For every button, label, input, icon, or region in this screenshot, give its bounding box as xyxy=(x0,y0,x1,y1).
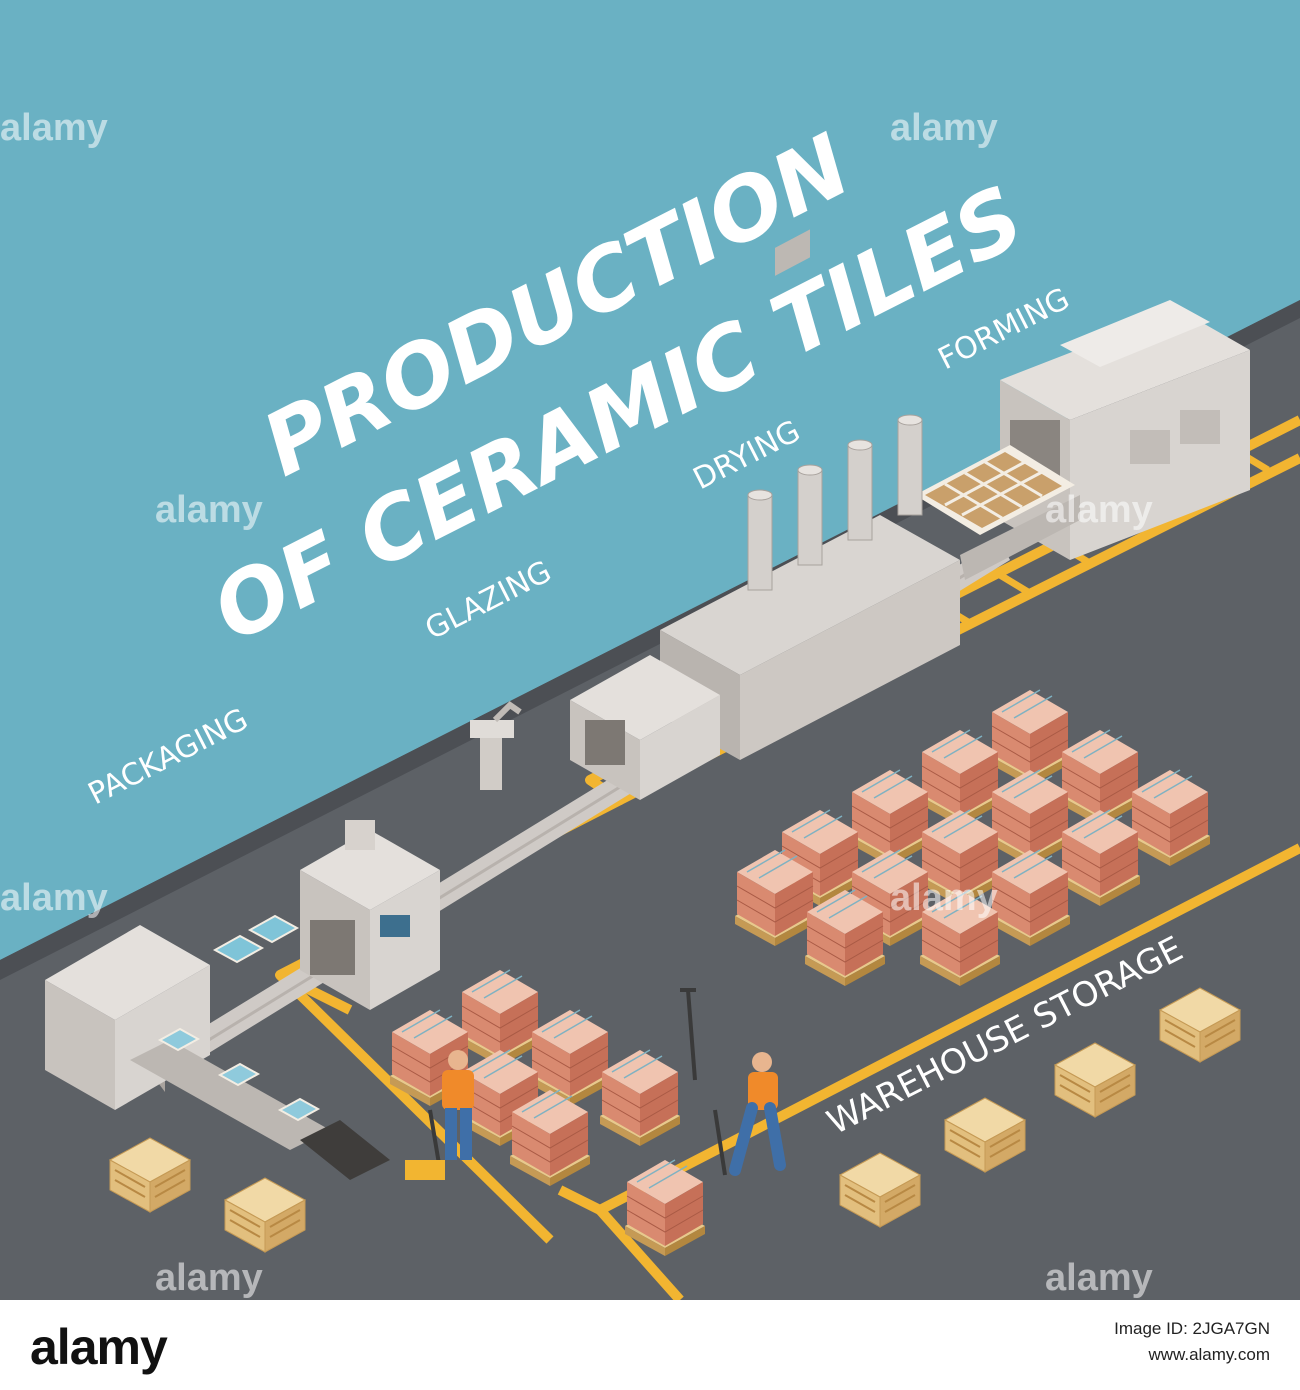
watermark-text: alamy xyxy=(890,107,998,149)
image-id-line: Image ID: 2JGA7GN xyxy=(1114,1319,1270,1338)
site-line: www.alamy.com xyxy=(1148,1345,1270,1364)
forming-tile-tray xyxy=(915,445,1080,580)
end-machine xyxy=(45,925,390,1180)
forming-machine xyxy=(1000,300,1250,560)
packaging-machine xyxy=(300,820,440,1010)
glazing-machine xyxy=(570,655,720,800)
pallet-jack xyxy=(680,988,697,1081)
watermarks: alamy alamy alamy alamy alamy alamy alam… xyxy=(0,107,1153,1299)
watermark-text: alamy xyxy=(0,107,108,149)
watermark-text: alamy xyxy=(155,489,263,531)
watermark-text: alamy xyxy=(890,877,998,919)
footer-meta: Image ID: 2JGA7GN www.alamy.com xyxy=(1114,1316,1270,1368)
worker-left xyxy=(405,1050,474,1180)
footer-bar: alamy Image ID: 2JGA7GN www.alamy.com xyxy=(0,1300,1300,1390)
footer-logo: alamy xyxy=(30,1319,168,1375)
robot-arm xyxy=(470,701,522,790)
worker-right xyxy=(713,1052,786,1176)
blue-tiles xyxy=(212,914,300,964)
illustration-canvas: PRODUCTION OF CERAMIC TILES FORMING DRYI… xyxy=(0,0,1300,1300)
watermark-text: alamy xyxy=(0,877,108,919)
watermark-text: alamy xyxy=(1045,1257,1153,1299)
watermark-text: alamy xyxy=(1045,489,1153,531)
watermark-text: alamy xyxy=(155,1257,263,1299)
